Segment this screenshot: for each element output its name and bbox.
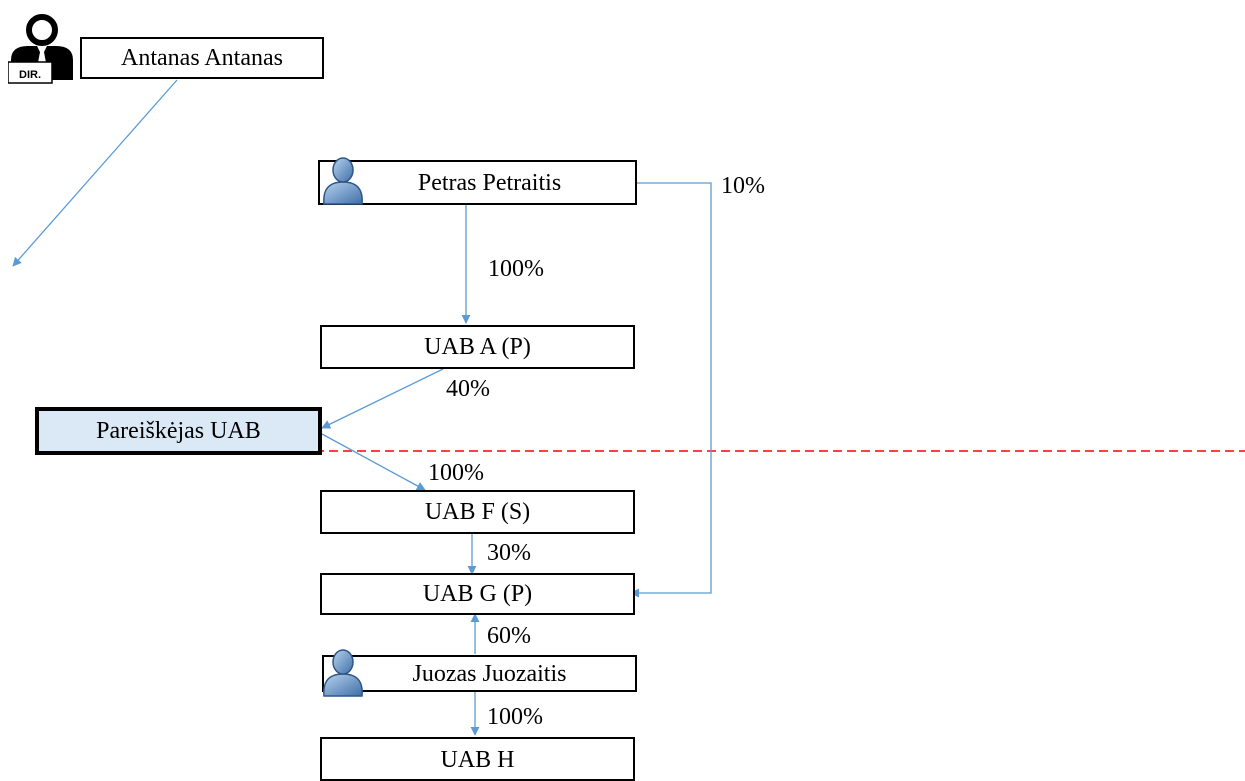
applicant-label: Pareiškėjas UAB [96, 418, 261, 444]
pct-uab-f-to-uab-g: 30% [487, 540, 531, 566]
pct-petras-to-uab-a: 100% [488, 256, 544, 282]
pct-applicant-to-uab-f: 100% [428, 460, 484, 486]
petras-box: Petras Petraitis [318, 160, 637, 205]
pct-petras-to-uab-g: 10% [721, 173, 765, 199]
pct-juozas-to-uab-g: 60% [487, 623, 531, 649]
arrow-applicant-to-uab-f [321, 433, 426, 491]
juozas-box: Juozas Juozaitis [322, 655, 637, 692]
uab-g-box: UAB G (P) [320, 573, 635, 615]
director-person-icon: DIR. [8, 14, 73, 84]
director-badge-text: DIR. [19, 69, 41, 81]
person-icon [323, 649, 363, 697]
director-label: Antanas Antanas [121, 45, 283, 71]
uab-f-box: UAB F (S) [320, 490, 635, 534]
pct-uab-a-to-applicant: 40% [446, 376, 490, 402]
juozas-label: Juozas Juozaitis [412, 660, 567, 687]
director-box: Antanas Antanas [80, 37, 324, 79]
arrow-uab-a-to-applicant [321, 368, 444, 429]
pct-juozas-to-uab-h: 100% [487, 704, 543, 730]
person-icon [323, 157, 363, 205]
uab-h-label: UAB H [440, 747, 515, 773]
petras-label: Petras Petraitis [417, 169, 562, 196]
arrow-petras-to-uab-g [630, 182, 712, 598]
arrow-director [12, 79, 178, 267]
uab-f-label: UAB F (S) [424, 499, 531, 525]
applicant-box: Pareiškėjas UAB [35, 407, 322, 455]
uab-g-label: UAB G (P) [422, 581, 533, 607]
uab-a-box: UAB A (P) [320, 325, 635, 369]
uab-a-label: UAB A (P) [424, 334, 531, 360]
uab-h-box: UAB H [320, 737, 635, 781]
